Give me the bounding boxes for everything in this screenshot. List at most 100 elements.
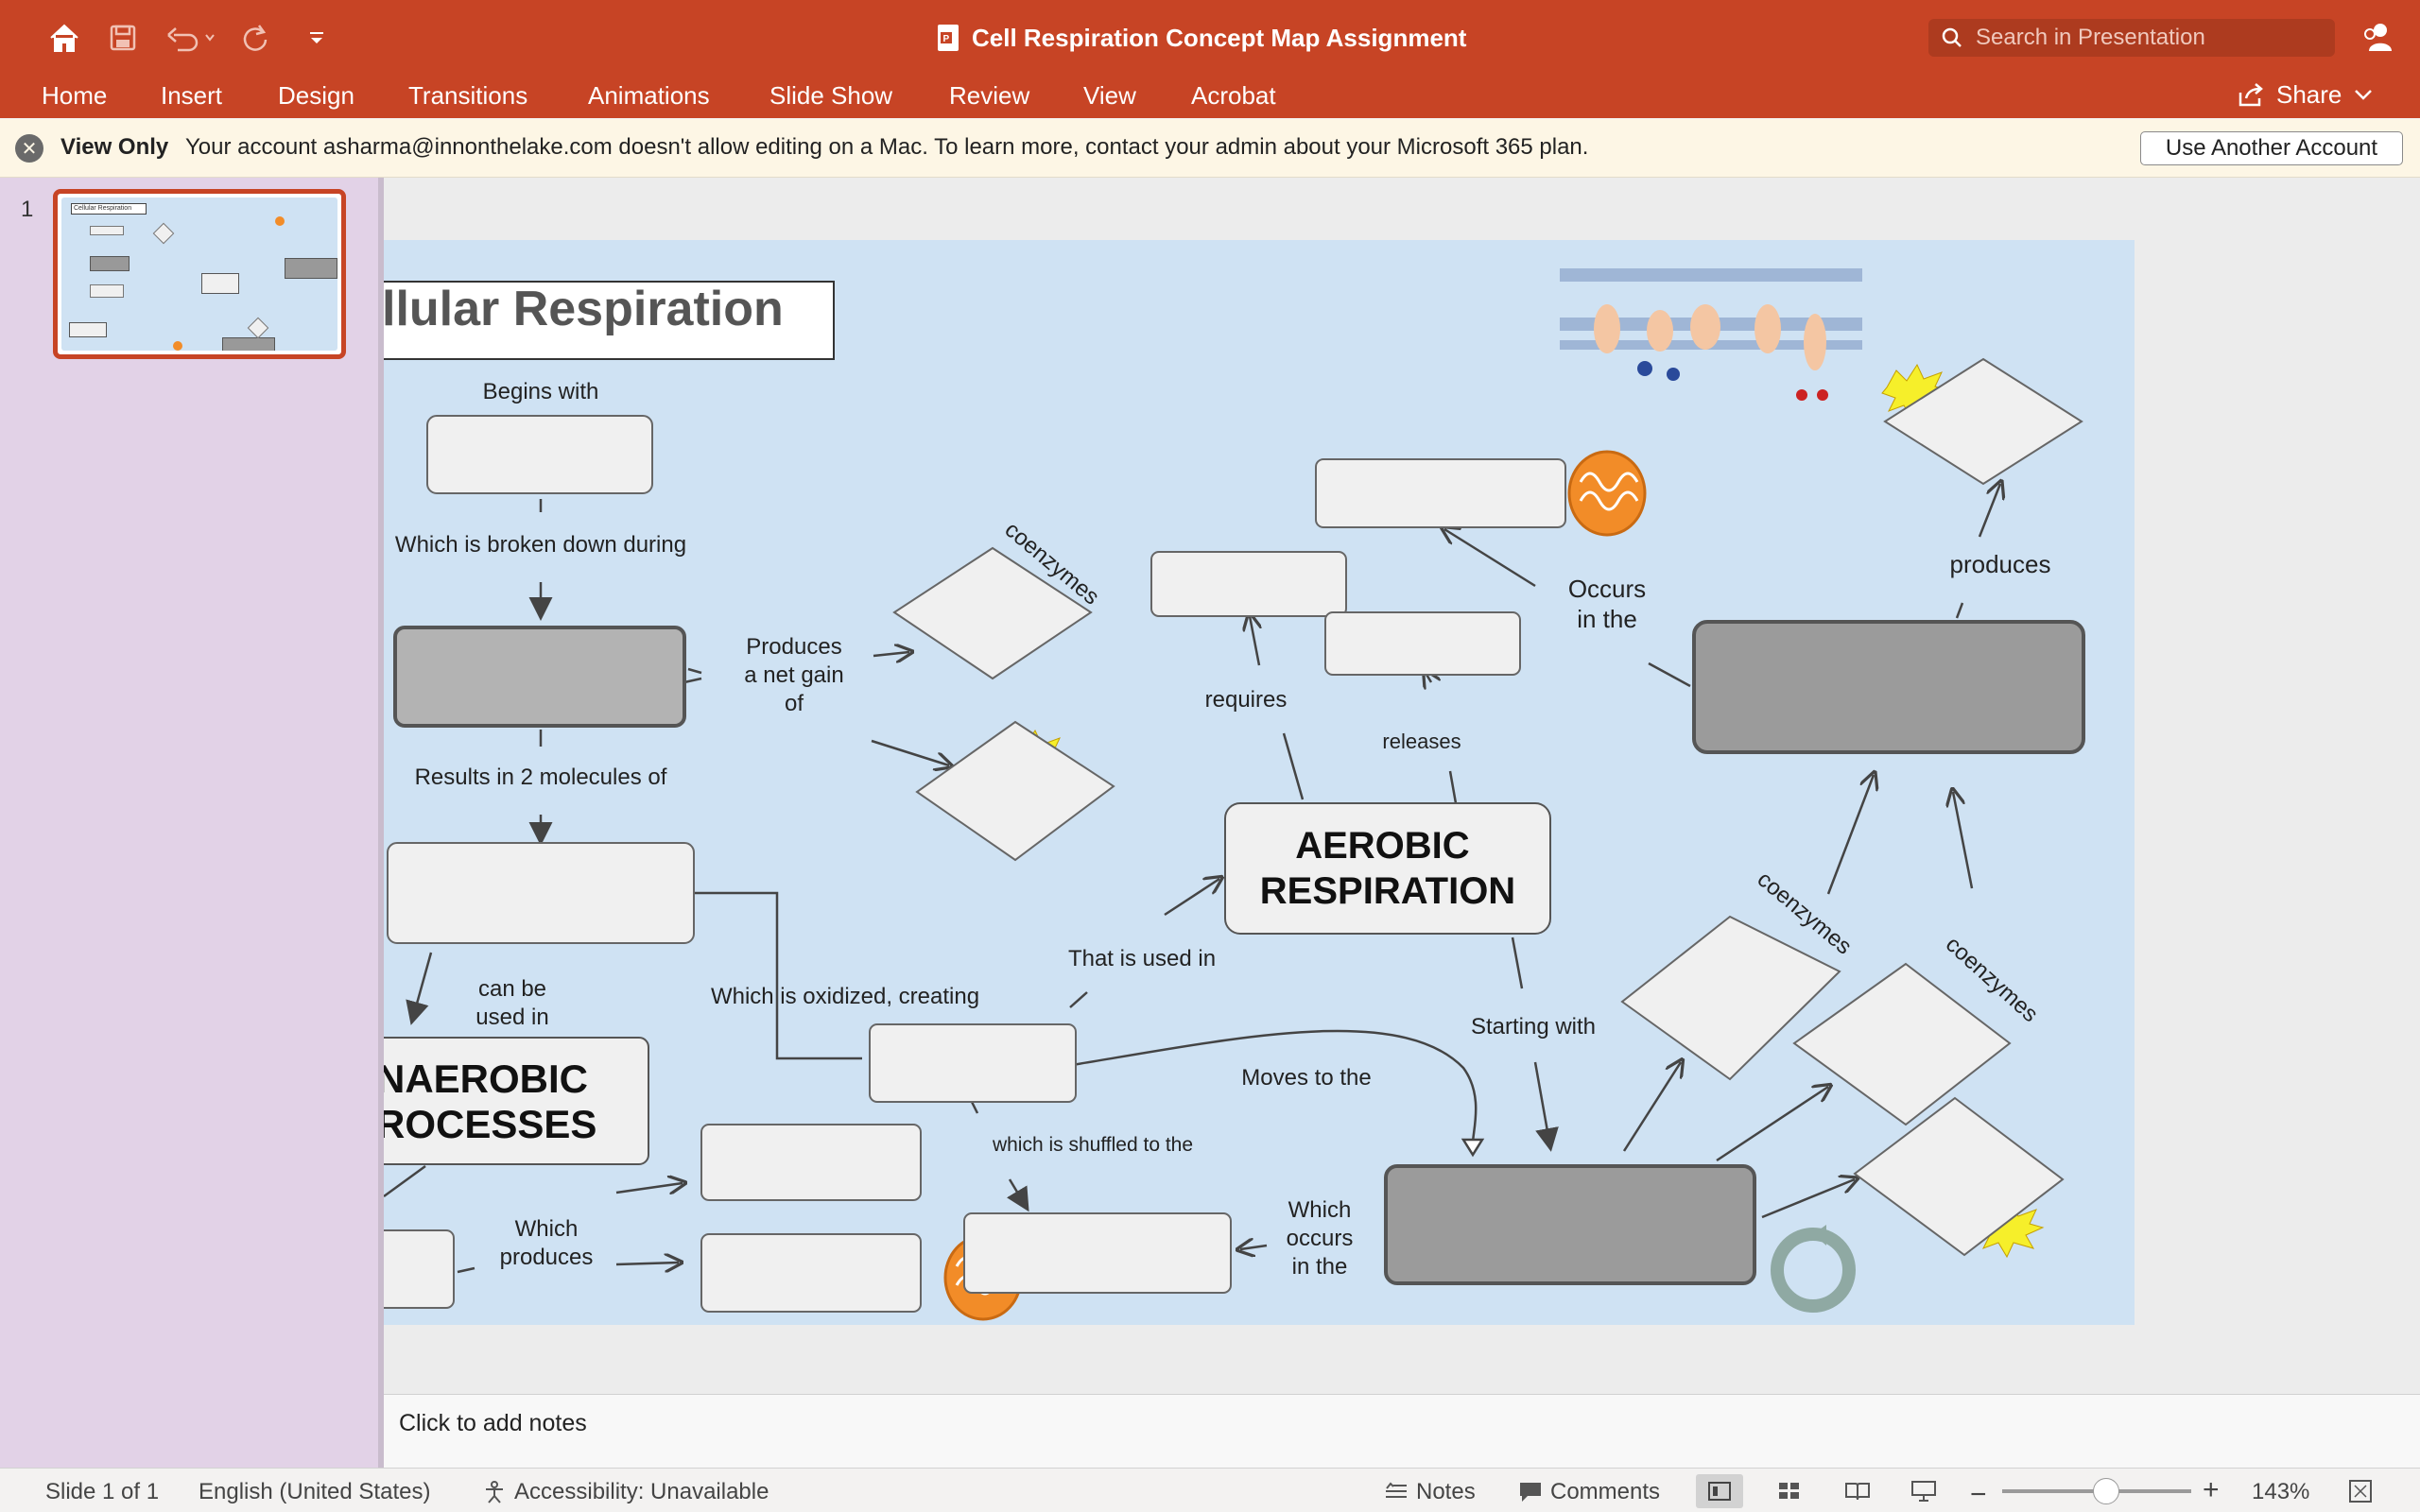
zoom-out-button[interactable]: − (1970, 1479, 1987, 1511)
accessibility-indicator[interactable]: Accessibility: Unavailable (482, 1479, 769, 1505)
presenter-icon (1910, 1480, 1937, 1503)
shuffled-label: which is shuffled to the (992, 1134, 1193, 1156)
tab-view[interactable]: View (1083, 81, 1136, 111)
thumb-shape (90, 284, 124, 298)
tab-acrobat[interactable]: Acrobat (1191, 81, 1276, 111)
broken-down-label: Which is broken down during (395, 532, 686, 558)
share-button[interactable]: Share (2237, 76, 2374, 113)
save-icon[interactable] (106, 17, 140, 59)
reading-view-button[interactable] (1834, 1474, 1881, 1508)
search-placeholder: Search in Presentation (1976, 25, 2205, 51)
fit-to-window-icon (2348, 1479, 2373, 1503)
slide-thumbnail-preview: Cellular Respiration (61, 198, 337, 351)
book-icon (1844, 1481, 1871, 1502)
tab-home[interactable]: Home (42, 81, 107, 111)
tab-insert[interactable]: Insert (161, 81, 222, 111)
comments-label: Comments (1550, 1479, 1660, 1505)
document-title-text: Cell Respiration Concept Map Assignment (972, 24, 1466, 53)
search-input[interactable]: Search in Presentation (1928, 19, 2335, 57)
view-only-message: Your account asharma@innonthelake.com do… (185, 134, 1588, 161)
notes-button[interactable]: Notes (1384, 1479, 1476, 1505)
redo-icon[interactable] (238, 17, 272, 59)
tab-animations[interactable]: Animations (588, 81, 710, 111)
thumb-shape (173, 341, 182, 351)
starting-with-label: Starting with (1471, 1014, 1596, 1040)
comments-button[interactable]: Comments (1518, 1479, 1660, 1505)
chevron-down-icon[interactable] (2353, 88, 2374, 101)
tab-transitions[interactable]: Transitions (408, 81, 527, 111)
notes-label: Notes (1416, 1479, 1476, 1505)
answer-box[interactable] (427, 416, 652, 493)
slide-counter: Slide 1 of 1 (45, 1479, 159, 1505)
answer-box[interactable] (1151, 552, 1346, 616)
notes-icon (1384, 1482, 1409, 1503)
answer-box[interactable] (384, 1230, 454, 1308)
moves-to-label: Moves to the (1241, 1065, 1371, 1091)
results-in-label: Results in 2 molecules of (415, 765, 667, 790)
close-icon[interactable]: ✕ (15, 134, 43, 163)
language-indicator[interactable]: English (United States) (199, 1479, 430, 1505)
answer-box[interactable] (964, 1213, 1231, 1293)
view-only-infobar: ✕ View Only Your account asharma@innonth… (0, 119, 2420, 178)
concept-map-slide: llular Respiration (384, 240, 2136, 1325)
answer-box[interactable] (1325, 612, 1520, 675)
anaerobic-line-2: ROCESSES (384, 1102, 596, 1146)
anaerobic-line-1: NAEROBIC (384, 1057, 588, 1101)
document-title: P Cell Respiration Concept Map Assignmen… (936, 19, 1466, 57)
home-icon[interactable] (45, 17, 83, 59)
accessibility-label: Accessibility: Unavailable (514, 1479, 769, 1505)
answer-box[interactable] (701, 1125, 921, 1200)
slide-title: llular Respiration (384, 282, 784, 336)
fit-to-window-button[interactable] (2337, 1474, 2384, 1508)
thumbnail-title: Cellular Respiration (71, 203, 147, 215)
aerobic-line-1: AEROBIC (1295, 825, 1469, 867)
comment-icon (1518, 1481, 1543, 1503)
thumb-shape (90, 226, 124, 235)
slide-show-button[interactable] (1900, 1474, 1947, 1508)
tab-review[interactable]: Review (949, 81, 1029, 111)
aerobic-box[interactable] (1225, 803, 1550, 934)
releases-label: releases (1382, 730, 1461, 753)
share-label: Share (2276, 80, 2342, 110)
search-icon (1942, 27, 1962, 48)
svg-text:P: P (943, 34, 950, 44)
thumb-shape (285, 258, 337, 279)
account-icon[interactable] (2360, 17, 2397, 59)
thumb-shape (90, 256, 130, 271)
answer-box[interactable] (701, 1234, 921, 1312)
answer-box[interactable] (1316, 459, 1565, 527)
undo-icon[interactable] (163, 17, 219, 59)
zoom-in-button[interactable]: + (2203, 1474, 2220, 1506)
accessibility-icon (482, 1480, 507, 1504)
anaerobic-label: NAEROBIC ROCESSES (384, 1057, 599, 1146)
gray-box[interactable] (1694, 622, 2083, 752)
requires-label: requires (1205, 687, 1288, 713)
used-in-label: That is used in (1068, 946, 1216, 971)
notes-placeholder: Click to add notes (399, 1410, 587, 1437)
tab-slide-show[interactable]: Slide Show (769, 81, 892, 111)
produces-label: produces (1950, 550, 2051, 578)
use-another-account-button[interactable]: Use Another Account (2140, 131, 2403, 165)
mitochondria-icon (1569, 452, 1645, 535)
tab-design[interactable]: Design (278, 81, 354, 111)
begins-with-label: Begins with (483, 379, 599, 404)
answer-box[interactable] (870, 1024, 1076, 1102)
thumb-shape (275, 216, 285, 226)
slide-thumbnail[interactable]: Cellular Respiration (53, 189, 346, 359)
answer-box[interactable] (388, 843, 694, 943)
zoom-slider-thumb[interactable] (2093, 1478, 2119, 1504)
notes-pane[interactable]: Click to add notes (384, 1394, 2420, 1468)
gray-box[interactable] (1386, 1166, 1754, 1283)
ribbon-tabs: Home Insert Design Transitions Animation… (0, 76, 2420, 118)
customize-toolbar-icon[interactable] (304, 17, 329, 59)
slide-canvas[interactable]: llular Respiration (384, 240, 2136, 1325)
normal-view-button[interactable] (1696, 1474, 1743, 1508)
gray-box[interactable] (395, 627, 684, 726)
zoom-level[interactable]: 143% (2252, 1479, 2309, 1505)
thumb-shape (69, 322, 107, 337)
slide-sorter-button[interactable] (1766, 1474, 1813, 1508)
thumb-shape (153, 223, 175, 245)
thumb-shape (248, 318, 269, 339)
